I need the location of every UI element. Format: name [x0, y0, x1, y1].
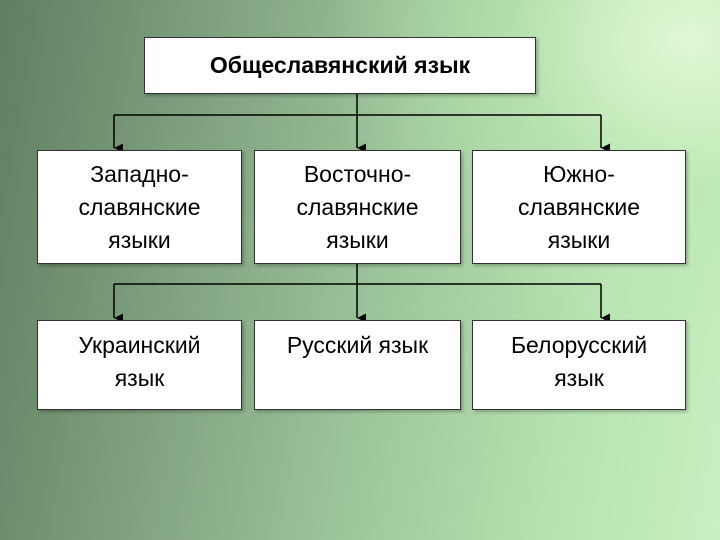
branch-node-label: Западно- славянские языки [78, 160, 201, 253]
east-slavic-connector [113, 264, 610, 323]
leaf-node-label: Русский язык [286, 332, 429, 358]
branch-node-label: Южно- славянские языки [517, 160, 641, 253]
leaf-node-label: Белорусский язык [510, 332, 648, 391]
branch-node-east-slavic: Восточно- славянские языки [254, 150, 461, 264]
leaf-node-label: Украинский язык [78, 332, 201, 391]
root-connector [113, 94, 610, 153]
leaf-node-ukrainian: Украинский язык [37, 320, 242, 410]
branch-node-west-slavic: Западно- славянские языки [37, 150, 242, 264]
branch-node-label: Восточно- славянские языки [296, 160, 419, 253]
leaf-node-russian: Русский язык [254, 320, 461, 410]
root-node-label: Общеславянский язык [209, 52, 471, 78]
leaf-node-belarusian: Белорусский язык [472, 320, 686, 410]
branch-node-south-slavic: Южно- славянские языки [472, 150, 686, 264]
root-node-common-slavic: Общеславянский язык [144, 37, 536, 94]
